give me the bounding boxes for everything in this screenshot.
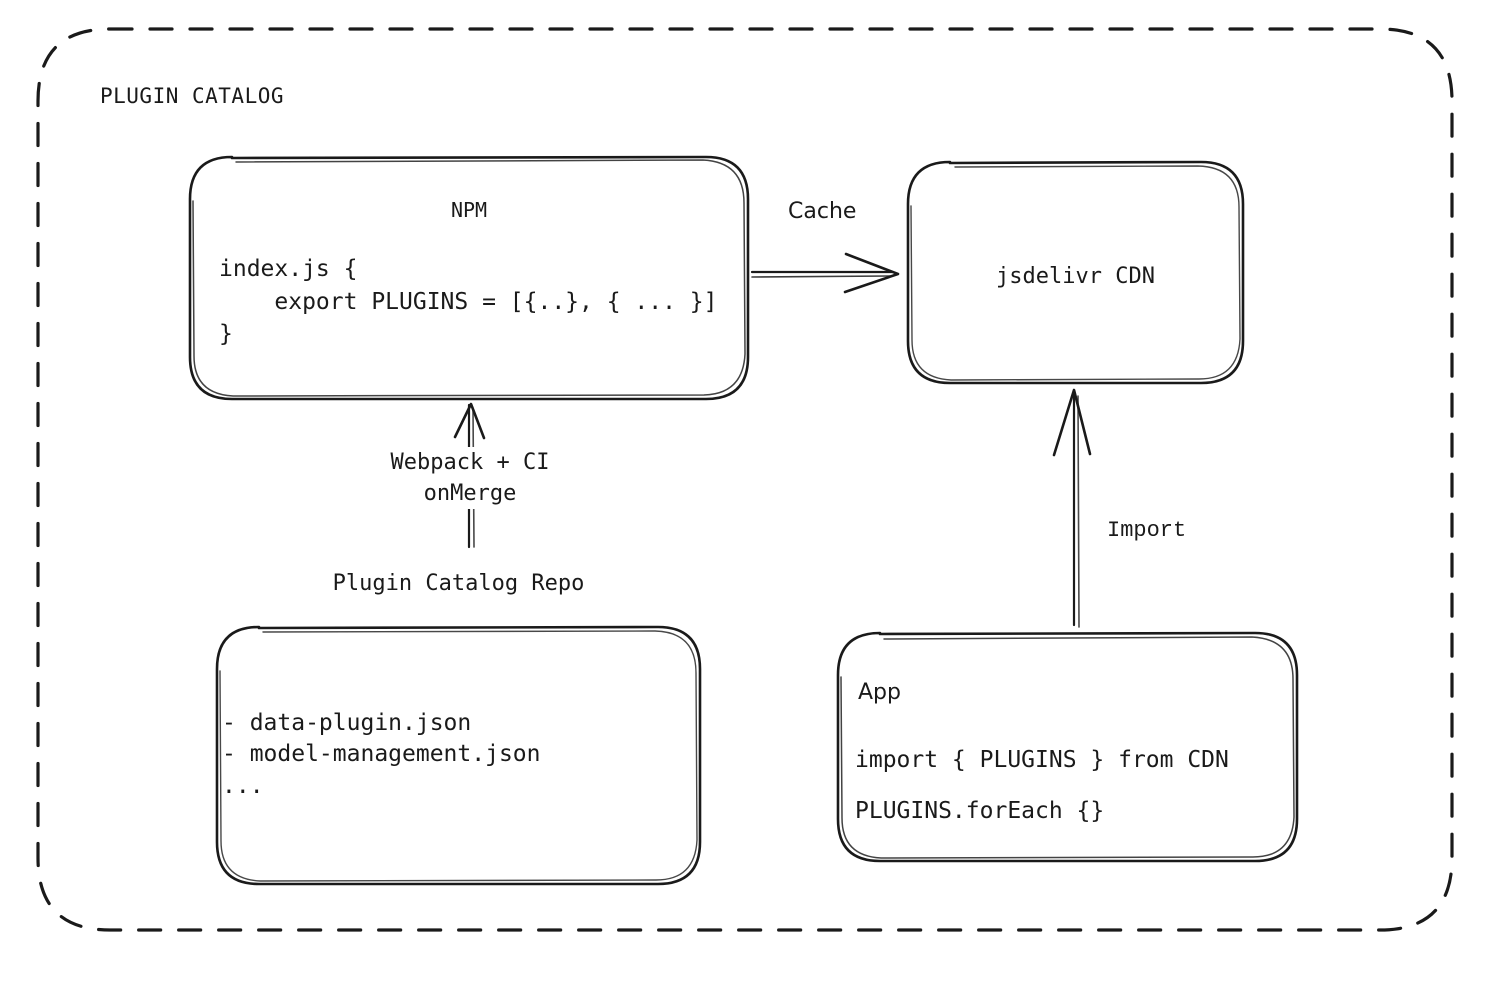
- edge-label-webpack-ci: Webpack + CI onMerge: [337, 447, 603, 510]
- repo-node-caption: Plugin Catalog Repo: [332, 571, 585, 596]
- app-code-line-2: PLUGINS.forEach {}: [855, 797, 1105, 824]
- npm-node-code: index.js { export PLUGINS = [{..}, { ...…: [219, 256, 718, 348]
- app-code-line-1: import { PLUGINS } from CDN: [855, 747, 1229, 773]
- npm-node-title: NPM: [450, 198, 488, 222]
- group-title: PLUGIN CATALOG: [100, 84, 285, 108]
- edge-import-arrow: [1052, 388, 1092, 628]
- app-node-title: App: [858, 680, 901, 705]
- edge-cache-arrow: [750, 252, 900, 294]
- edge-label-import: Import: [1107, 518, 1187, 543]
- cdn-node-title: jsdelivr CDN: [996, 264, 1155, 289]
- app-node-code: import { PLUGINS } from CDN PLUGINS.forEa…: [855, 735, 1229, 836]
- edge-label-cache: Cache: [788, 199, 857, 224]
- repo-node-file-list: - data-plugin.json - model-management.js…: [222, 710, 541, 799]
